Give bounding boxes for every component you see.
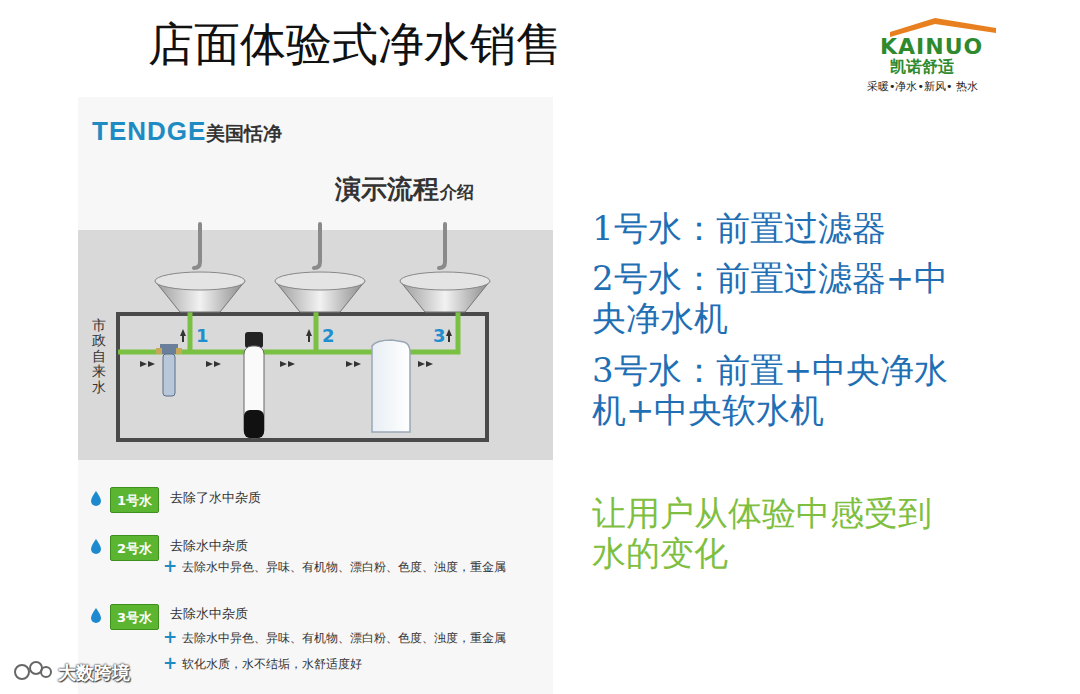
logo-slogan: 采暖•净水•新风• 热水	[867, 79, 978, 94]
logo-wordmark: KAINUO	[880, 34, 983, 59]
plus-mark: +	[163, 627, 177, 647]
pre-filter	[156, 344, 182, 396]
description: 去除水中异色、异味、有机物、漂白粉、色度、浊度，重金属	[182, 630, 506, 647]
description: 去除水中杂质	[170, 537, 248, 555]
badge-text: 3号水	[117, 610, 152, 625]
faucets	[194, 224, 445, 268]
callout-number: 2	[322, 325, 335, 346]
softener	[372, 340, 410, 432]
logo-name: 凯诺舒适	[890, 57, 954, 78]
description: 去除水中异色、异味、有机物、漂白粉、色度、浊度，重金属	[182, 559, 506, 576]
badge-text: 1号水	[117, 493, 152, 508]
description: 去除水中杂质	[170, 605, 248, 623]
plus-mark: +	[163, 653, 177, 673]
description: 去除了水中杂质	[170, 489, 261, 507]
summary-note: 让用户从体验中感受到水的变化	[592, 493, 957, 573]
panel-heading: 演示流程	[335, 172, 439, 207]
brand-wordmark: TENDGE	[92, 116, 206, 147]
summary-line: 1号水：前置过滤器	[592, 208, 957, 248]
summary-line: 3号水：前置+中央净水机+中央软水机	[592, 350, 957, 430]
water-badge: 1号水	[110, 487, 159, 513]
demo-room: 市政自来水	[78, 230, 553, 460]
page-title: 店面体验式净水销售	[148, 14, 562, 76]
callout-number: 3	[433, 325, 446, 346]
inlet-label: 市政自来水	[92, 318, 106, 395]
brand-name: 美国恬净	[206, 121, 282, 147]
water-badge: 3号水	[110, 604, 159, 630]
brand-logo	[866, 14, 1012, 96]
watermark: 大数跨境	[58, 661, 130, 685]
badge-text: 2号水	[117, 541, 152, 556]
room-band	[78, 230, 553, 460]
panel-ground	[78, 97, 553, 694]
drop-icons	[91, 491, 101, 623]
summary-line: 2号水：前置过滤器+中央净水机	[592, 258, 957, 338]
purifier-tank	[244, 332, 264, 438]
water-badge: 2号水	[110, 535, 159, 561]
basins	[155, 272, 490, 312]
plus-mark: +	[163, 556, 177, 576]
watermark-icon	[15, 662, 51, 679]
panel-heading: 介绍	[440, 181, 474, 204]
room-outline	[118, 314, 487, 440]
description: 软化水质，水不结垢，水舒适度好	[182, 656, 362, 673]
callout-number: 1	[196, 325, 209, 346]
